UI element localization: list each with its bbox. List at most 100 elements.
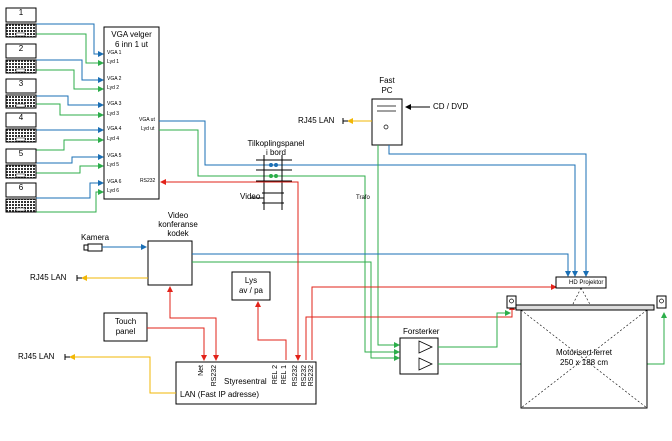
lyd-out-wire — [159, 129, 400, 355]
rs232-selector-wire — [160, 179, 299, 210]
screen-size-label: 250 x 188 cm — [559, 358, 609, 367]
video-label: Video — [240, 192, 261, 201]
panel-connectors — [269, 163, 278, 178]
lys-rel-wire — [255, 301, 287, 360]
vga-selector-title: VGA velger — [111, 30, 152, 39]
codec-box — [147, 240, 193, 286]
laptop-label-1: 1 — [18, 8, 24, 17]
codec-rj45-label: RJ45 LAN — [30, 273, 67, 282]
selector-input-lyd-4: Lyd 4 — [107, 136, 120, 142]
control-rj45-label: RJ45 LAN — [18, 352, 55, 361]
selector-input-vga-6: VGA 6 — [107, 179, 122, 185]
rj45-plug-icons — [64, 118, 348, 360]
audio-wire-4 — [36, 137, 104, 151]
pc-audio-wire — [377, 145, 400, 348]
laptop-label-5: 5 — [18, 149, 24, 158]
pc-vga-wire — [388, 145, 589, 277]
selector-input-vga-1: VGA 1 — [107, 50, 122, 56]
projector-rs232-wire — [311, 284, 557, 360]
cd-dvd-label: CD / DVD — [433, 102, 469, 111]
port-rs232-b-label: RS232 — [301, 365, 308, 387]
selector-input-lyd-2: Lyd 2 — [107, 85, 120, 91]
vga-wire-1 — [36, 23, 104, 57]
speaker-right-icon — [656, 295, 667, 309]
laptop-4 — [5, 112, 37, 143]
audio-wire-6 — [36, 189, 104, 213]
trafo-label: Trafo — [356, 195, 370, 201]
selector-lyd-out-label: Lyd ut — [141, 126, 155, 132]
laptop-5 — [5, 148, 37, 179]
control-unit-title: Styresentral — [224, 377, 267, 386]
selector-input-vga-4: VGA 4 — [107, 126, 122, 132]
camera-icon — [83, 243, 103, 252]
amp-triangle-2 — [418, 357, 433, 371]
vga-wire-6 — [36, 180, 104, 199]
laptop-label-3: 3 — [18, 79, 24, 88]
laptop-label-2: 2 — [18, 44, 24, 53]
amp-speaker-left-wire — [438, 310, 511, 348]
vga-wire-3 — [36, 95, 104, 108]
camera-label: Kamera — [81, 233, 110, 242]
vga-selector-subtitle: 6 inn 1 ut — [115, 40, 148, 49]
selector-input-vga-2: VGA 2 — [107, 76, 122, 82]
lys-label-line2: av / pa — [238, 286, 263, 295]
codec-rs232-wire — [167, 286, 219, 361]
port-rel2-label: REL 2 — [272, 365, 279, 385]
selector-vga-out-label: VGA ut — [139, 117, 155, 123]
codec-label-line3: kodek — [167, 229, 189, 238]
screen-label: Motorisert lerret — [555, 348, 612, 357]
touch-panel-box — [103, 312, 148, 342]
audio-wire-3 — [36, 103, 104, 118]
selector-input-lyd-3: Lyd 3 — [107, 111, 120, 117]
vga-wire-5 — [36, 154, 104, 164]
audio-wire-5 — [36, 163, 104, 174]
codec-label-line1: Video — [167, 211, 189, 220]
control-lan-wire — [69, 354, 176, 394]
projector-label: HD Projektor — [569, 280, 604, 286]
touch-panel-label-line2: panel — [115, 327, 136, 336]
amp-triangle-1 — [418, 340, 433, 354]
laptop-6 — [5, 182, 37, 213]
audio-wire-1 — [36, 33, 104, 66]
port-net-label: Net — [198, 365, 205, 376]
amplifier-label: Forsterker — [403, 327, 440, 336]
selector-input-lyd-5: Lyd 5 — [107, 162, 120, 168]
connection-panel-subtitle: i bord — [265, 148, 286, 157]
port-rs232-touch-label: RS232 — [211, 365, 218, 387]
vga-selector-box — [103, 26, 160, 200]
vga-wire-2 — [36, 59, 104, 83]
laptop-label-6: 6 — [18, 183, 24, 192]
control-wires — [147, 179, 557, 361]
lys-box — [231, 271, 271, 301]
screen-rs232-wire — [305, 304, 515, 360]
touch-panel-label: Touch — [114, 317, 137, 326]
codec-video-wire — [192, 253, 571, 277]
amp-speaker-right-wire — [438, 312, 667, 365]
lys-label: Lys — [244, 276, 258, 285]
port-rs232-c-label: RS232 — [308, 365, 315, 387]
control-unit-box — [175, 361, 317, 405]
laptop-3 — [5, 78, 37, 109]
fast-pc-label: Fast — [379, 76, 395, 85]
pc-rj45-label: RJ45 LAN — [298, 116, 335, 125]
selector-input-vga-3: VGA 3 — [107, 101, 122, 107]
selector-input-lyd-6: Lyd 6 — [107, 188, 120, 194]
codec-audio-wire — [192, 261, 400, 361]
laptop-2 — [5, 43, 37, 74]
connection-panel-title: Tilkoplingspanel — [247, 139, 305, 148]
fast-pc-label-line2: PC — [381, 86, 393, 95]
touch-net-wire — [147, 327, 207, 361]
screen — [515, 304, 655, 409]
laptops — [5, 7, 37, 213]
pc-tower-icon — [371, 98, 403, 146]
speaker-left-icon — [506, 295, 517, 309]
selector-input-vga-5: VGA 5 — [107, 153, 122, 159]
vga-wires — [36, 23, 104, 199]
audio-wire-2 — [36, 69, 104, 92]
laptop-label-4: 4 — [18, 113, 24, 122]
control-unit-lan-label: LAN (Fast IP adresse) — [180, 390, 259, 399]
laptop-1 — [5, 7, 37, 38]
selector-input-lyd-1: Lyd 1 — [107, 59, 120, 65]
